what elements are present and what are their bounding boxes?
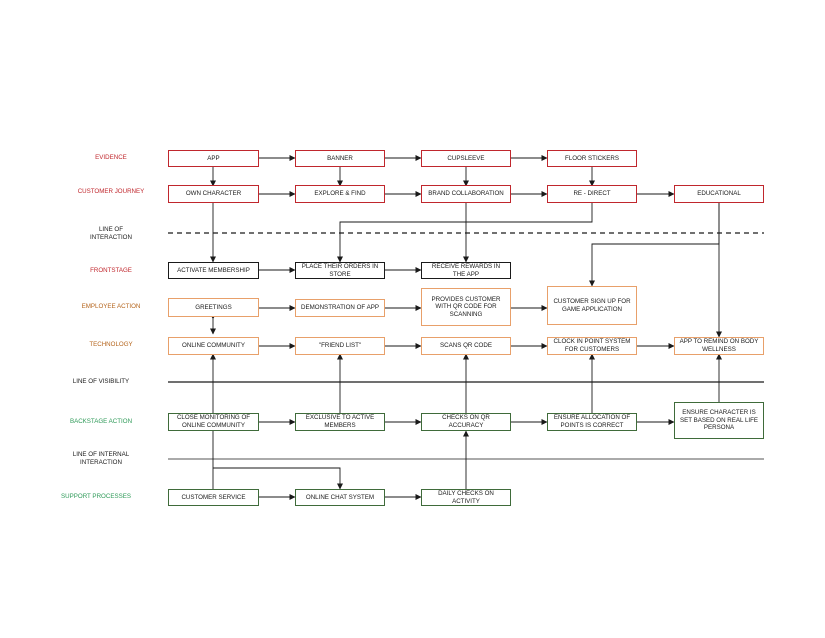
box-customer-service: CUSTOMER SERVICE: [168, 489, 259, 506]
box-customer-signup: CUSTOMER SIGN UP FOR GAME APPLICATION: [547, 286, 637, 325]
box-own-character: OWN CHARACTER: [168, 185, 259, 203]
box-ensure-character: ENSURE CHARACTER IS SET BASED ON REAL LI…: [674, 402, 764, 439]
box-greetings: GREETINGS: [168, 298, 259, 317]
box-clock-in: CLOCK IN POINT SYSTEM FOR CUSTOMERS: [547, 337, 637, 355]
box-scans-qr: SCANS QR CODE: [421, 337, 511, 355]
arrow-edu-signup: [589, 202, 720, 287]
box-friend-list: "FRIEND LIST": [295, 337, 385, 355]
box-place-orders: PLACE THEIR ORDERS IN STORE: [295, 262, 385, 279]
row-label-technology: TECHNOLOGY: [89, 341, 133, 348]
box-ensure-allocation: ENSURE ALLOCATION OF POINTS IS CORRECT: [547, 413, 637, 431]
box-re-direct: RE - DIRECT: [547, 185, 637, 203]
box-banner: BANNER: [295, 150, 385, 167]
box-receive-rewards: RECEIVE REWARDS IN THE APP: [421, 262, 511, 279]
row-label-customer-journey: CUSTOMER JOURNEY: [77, 188, 145, 195]
arrow-service-chat-branch: [213, 467, 343, 490]
row-label-line-of-interaction: LINE OF INTERACTION: [90, 226, 132, 241]
box-online-community: ONLINE COMMUNITY: [168, 337, 259, 355]
row-label-line-of-visibility: LINE OF VISIBILITY: [72, 378, 130, 385]
row-label-evidence: EVIDENCE: [95, 154, 127, 161]
box-daily-checks: DAILY CHECKS ON ACTIVITY: [421, 489, 511, 506]
box-activate-membership: ACTIVATE MEMBERSHIP: [168, 262, 259, 279]
box-online-chat: ONLINE CHAT SYSTEM: [295, 489, 385, 506]
row-label-frontstage: FRONTSTAGE: [90, 267, 132, 274]
row-label-support-processes: SUPPORT PROCESSES: [61, 493, 131, 500]
box-cupsleeve: CUPSLEEVE: [421, 150, 511, 167]
box-demonstration: DEMONSTRATION OF APP: [295, 299, 385, 317]
box-close-monitoring: CLOSE MONITORING OF ONLINE COMMUNITY: [168, 413, 259, 431]
row-label-backstage-action: BACKSTAGE ACTION: [69, 418, 133, 425]
row-label-employee-action: EMPLOYEE ACTION: [81, 303, 141, 310]
box-checks-qr: CHECKS ON QR ACCURACY: [421, 413, 511, 431]
box-floor-stickers: FLOOR STICKERS: [547, 150, 637, 167]
box-brand-collaboration: BRAND COLLABORATION: [421, 185, 511, 203]
box-explore-find: EXPLORE & FIND: [295, 185, 385, 203]
box-provides-qr: PROVIDES CUSTOMER WITH QR CODE FOR SCANN…: [421, 288, 511, 326]
box-app-remind: APP TO REMIND ON BODY WELLNESS: [674, 337, 764, 355]
box-educational: EDUCATIONAL: [674, 185, 764, 203]
row-label-line-of-internal-interaction: LINE OF INTERNAL INTERACTION: [72, 451, 130, 466]
box-exclusive-members: EXCLUSIVE TO ACTIVE MEMBERS: [295, 413, 385, 431]
box-app: APP: [168, 150, 259, 167]
